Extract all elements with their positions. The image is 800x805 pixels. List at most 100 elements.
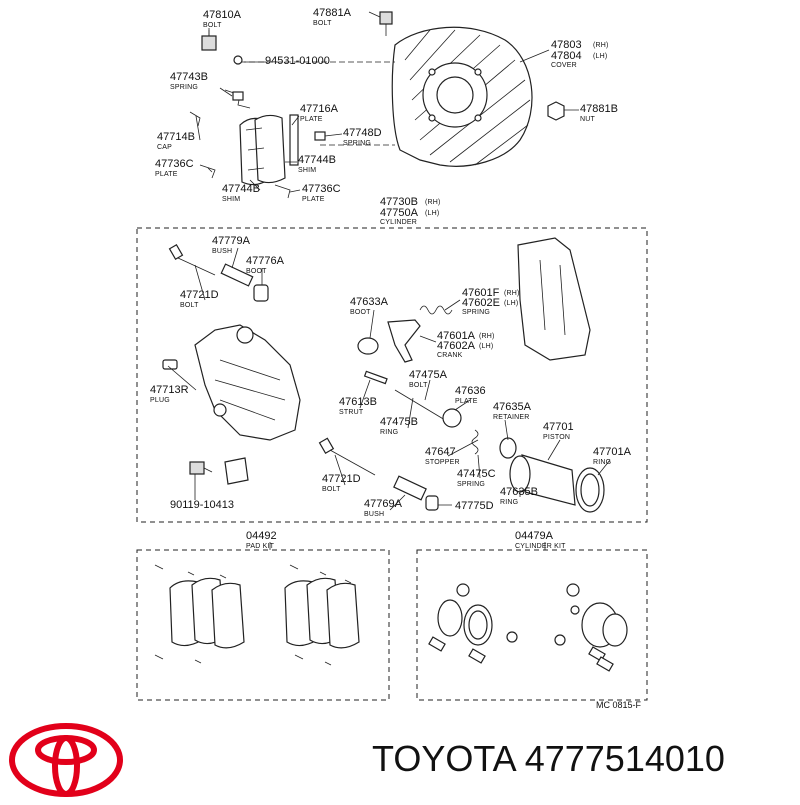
caliper-body bbox=[194, 324, 301, 441]
boot-47776a bbox=[253, 284, 269, 302]
label-04492-sub: PAD KIT bbox=[246, 543, 275, 550]
label-47601a-sub: CRANK bbox=[437, 352, 463, 359]
label-47750a-lh: (LH) bbox=[425, 210, 439, 217]
label-47602e-lh: (LH) bbox=[504, 300, 518, 307]
leader-lines bbox=[167, 11, 611, 550]
label-47730b-rh: (RH) bbox=[425, 199, 441, 206]
label-47475b-sub: RING bbox=[380, 429, 398, 436]
label-04492: 04492 bbox=[246, 530, 277, 542]
bolt-47475a bbox=[394, 389, 446, 421]
label-47714b-sub: CAP bbox=[157, 144, 172, 151]
label-47701-sub: PISTON bbox=[543, 434, 570, 441]
caliper-bracket bbox=[517, 237, 591, 361]
cover-nut bbox=[547, 101, 565, 121]
label-47721d-bottom: 47721D bbox=[322, 473, 361, 485]
diagram-code: MC 0815-F bbox=[596, 700, 642, 710]
plug-47713r bbox=[162, 359, 178, 370]
cover-bolt bbox=[379, 11, 393, 36]
bracket-clip bbox=[224, 457, 249, 485]
label-47804: 47804 bbox=[551, 50, 582, 62]
pad-kit-box bbox=[136, 549, 390, 701]
pad-kit-set-right bbox=[284, 564, 360, 666]
plate-47636 bbox=[442, 408, 462, 428]
label-47743b: 47743B bbox=[170, 71, 208, 83]
label-47810a: 47810A bbox=[203, 9, 242, 21]
brand-caption: TOYOTA 4777514010 bbox=[372, 738, 725, 780]
label-47601a: 47601A bbox=[437, 330, 476, 342]
pad-kit-set-left bbox=[154, 564, 245, 664]
label-47635a: 47635A bbox=[493, 401, 532, 413]
label-47744b-right-sub: SHIM bbox=[298, 167, 316, 174]
label-47881a-sub: BOLT bbox=[313, 20, 332, 27]
brand-name: TOYOTA bbox=[372, 738, 515, 779]
stopper-spring bbox=[471, 429, 479, 455]
label-47779a: 47779A bbox=[212, 235, 251, 247]
label-47701a: 47701A bbox=[593, 446, 632, 458]
label-47635b: 47635B bbox=[500, 486, 538, 498]
label-47750a: 47750A bbox=[380, 207, 419, 219]
strut-47613b bbox=[363, 370, 388, 385]
label-47647: 47647 bbox=[425, 446, 456, 458]
caliper-assembly-box bbox=[136, 227, 648, 523]
crank-47601a bbox=[387, 319, 421, 363]
label-47716a-sub: PLATE bbox=[300, 116, 323, 123]
label-47647-sub: STOPPER bbox=[425, 459, 460, 466]
label-47713r-sub: PLUG bbox=[150, 397, 170, 404]
part-number: 4777514010 bbox=[524, 738, 725, 779]
cylinder-kit-left bbox=[428, 583, 518, 664]
label-47736c-left: 47736C bbox=[155, 158, 194, 170]
bolt-90119-10413 bbox=[189, 461, 213, 475]
brake-pads-top bbox=[239, 114, 299, 186]
guide-bolt-47721d-lower bbox=[318, 437, 376, 476]
label-04479a: 04479A bbox=[515, 530, 554, 542]
label-47736c-left-sub: PLATE bbox=[155, 171, 178, 178]
label-47633a: 47633A bbox=[350, 296, 389, 308]
label-47744b-left: 47744B bbox=[222, 183, 260, 195]
label-47602a-lh: (LH) bbox=[479, 343, 493, 350]
label-47730b: 47730B bbox=[380, 196, 418, 208]
spring-47601f bbox=[419, 305, 453, 315]
label-47736c-right-sub: PLATE bbox=[302, 196, 325, 203]
label-47779a-sub: BUSH bbox=[212, 248, 232, 255]
brake-caliper-exploded-diagram: 47810A BOLT 47881A BOLT 94531-01000 4780… bbox=[136, 7, 648, 710]
label-47775d: 47775D bbox=[455, 500, 494, 512]
label-47744b-left-sub: SHIM bbox=[222, 196, 240, 203]
boot-47775d bbox=[425, 495, 439, 511]
label-47736c-right: 47736C bbox=[302, 183, 341, 195]
label-47636-sub: PLATE bbox=[455, 398, 478, 405]
label-47716a: 47716A bbox=[300, 103, 339, 115]
label-47769a-sub: BUSH bbox=[364, 511, 384, 518]
label-47744b-right: 47744B bbox=[298, 154, 336, 166]
label-47475b: 47475B bbox=[380, 416, 418, 428]
label-47803-sub: COVER bbox=[551, 62, 577, 69]
guide-bolt-47721d bbox=[168, 243, 216, 276]
label-47810a-sub: BOLT bbox=[203, 22, 222, 29]
anti-squeal-clips bbox=[189, 89, 326, 199]
label-47748d-sub: SPRING bbox=[343, 140, 371, 147]
label-47881b-sub: NUT bbox=[580, 116, 596, 123]
label-47601f-rh: (RH) bbox=[504, 290, 520, 297]
label-47804-lh: (LH) bbox=[593, 53, 607, 60]
label-47601f: 47601F bbox=[462, 287, 500, 299]
toyota-logo-icon bbox=[6, 720, 126, 805]
label-47721d-bottom-sub: BOLT bbox=[322, 486, 341, 493]
washer-icon bbox=[233, 55, 243, 65]
label-47475c: 47475C bbox=[457, 468, 496, 480]
cylinder-kit-box bbox=[416, 549, 648, 701]
cylinder-kit-right bbox=[554, 583, 628, 672]
label-47601a-rh: (RH) bbox=[479, 333, 495, 340]
label-04479a-sub: CYLINDER KIT bbox=[515, 543, 566, 550]
label-47730b-sub: CYLINDER bbox=[380, 219, 417, 226]
dust-cover bbox=[391, 26, 533, 167]
label-47701a-sub: RING bbox=[593, 459, 611, 466]
bush-47779a bbox=[220, 263, 254, 287]
retainer-47635a bbox=[499, 437, 517, 459]
label-47602e: 47602E bbox=[462, 297, 500, 309]
label-47601f-sub: SPRING bbox=[462, 309, 490, 316]
label-47475c-sub: SPRING bbox=[457, 481, 485, 488]
label-90119-10413: 90119-10413 bbox=[170, 499, 234, 511]
label-47881a: 47881A bbox=[313, 7, 352, 19]
label-47776a: 47776A bbox=[246, 255, 285, 267]
label-47776a-sub: BOOT bbox=[246, 268, 267, 275]
ring-47701a bbox=[575, 467, 605, 513]
